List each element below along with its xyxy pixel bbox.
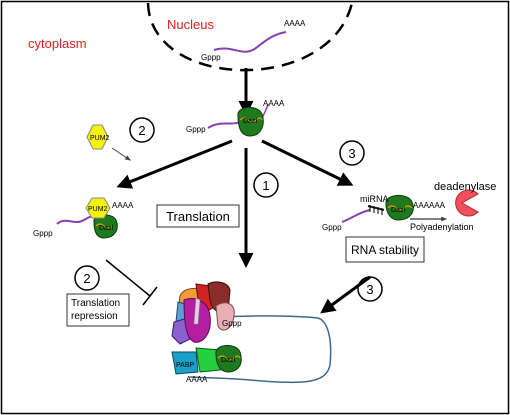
svg-text:2: 2	[138, 123, 145, 138]
dazl-right: Dazl	[385, 195, 414, 221]
right-cap-label: Gppp	[322, 223, 342, 232]
pum2-free: PUM2	[86, 124, 110, 150]
translation-box-label: Translation	[166, 209, 230, 224]
pum2-bound-label: PUM2	[88, 206, 108, 213]
right-polya-label: AAAAAA	[413, 201, 446, 210]
mirna-label: miRNA	[360, 194, 389, 204]
mirna-strand	[367, 205, 385, 211]
translation-repression-label: Translation repression	[71, 298, 123, 322]
left-polya-label: AAAA	[112, 201, 134, 210]
dazl-bottom: Dazl	[215, 345, 242, 373]
rna-stability-box: RNA stability	[345, 236, 425, 263]
dazl-left-label: Dazl	[99, 225, 113, 232]
step-3-bottom: 3	[357, 276, 383, 302]
dazl-bottom-label: Dazl	[221, 357, 235, 364]
right-mrna	[341, 209, 371, 223]
top-polya-label: AAAA	[263, 99, 285, 108]
svg-text:3: 3	[366, 282, 373, 297]
svg-text:1: 1	[262, 178, 269, 193]
pum2-binding-arrow	[111, 147, 131, 161]
deadenylase-label: deadenylase	[434, 181, 496, 193]
step-3-top: 3	[339, 140, 365, 166]
nucleus-label: Nucleus	[167, 17, 214, 32]
nuclear-envelope	[146, 2, 354, 72]
polyadenylation-label: Polyadenylation	[410, 222, 474, 232]
pum2-free-label: PUM2	[90, 135, 110, 142]
arrow-stability-to-translation	[320, 275, 371, 314]
translation-box: Translation	[156, 204, 240, 228]
bottom-cap-label: Gppp	[222, 319, 242, 328]
deadenylase	[455, 189, 479, 217]
svg-text:2: 2	[83, 271, 90, 286]
pabp-complex: PABP	[171, 347, 221, 375]
nuclear-mrna	[213, 31, 287, 53]
step-1: 1	[253, 172, 279, 198]
left-cap-label: Gppp	[33, 229, 53, 238]
repression-line	[105, 259, 151, 297]
arrow-to-pum2-branch	[116, 139, 233, 189]
cytoplasm-label: cytoplasm	[28, 36, 87, 51]
mirna-pairing	[369, 205, 383, 215]
circular-mrna-loop	[189, 315, 332, 384]
pum2-bound: PUM2	[85, 197, 111, 219]
step-2-bottom: 2	[74, 265, 100, 291]
dazl-top: Dazl	[237, 107, 264, 137]
svg-text:3: 3	[348, 146, 355, 161]
dazl-right-label: Dazl	[391, 207, 405, 214]
dazl-top-label: Dazl	[243, 118, 257, 125]
step-2-top: 2	[129, 117, 155, 143]
pabp-label: PABP	[176, 362, 194, 369]
top-mrna	[207, 121, 241, 129]
nuclear-polya-label: AAAA	[284, 19, 306, 28]
bottom-polya-label: AAAA	[186, 375, 208, 384]
repression-bar	[142, 286, 158, 306]
rna-stability-label: RNA stability	[351, 243, 419, 257]
top-cap-label: Gppp	[186, 125, 206, 134]
translation-repression-box: Translation repression	[66, 293, 130, 327]
arrow-to-stability-branch	[261, 139, 354, 186]
translation-initiation-complex	[171, 281, 235, 345]
nuclear-cap-label: Gppp	[201, 53, 221, 62]
